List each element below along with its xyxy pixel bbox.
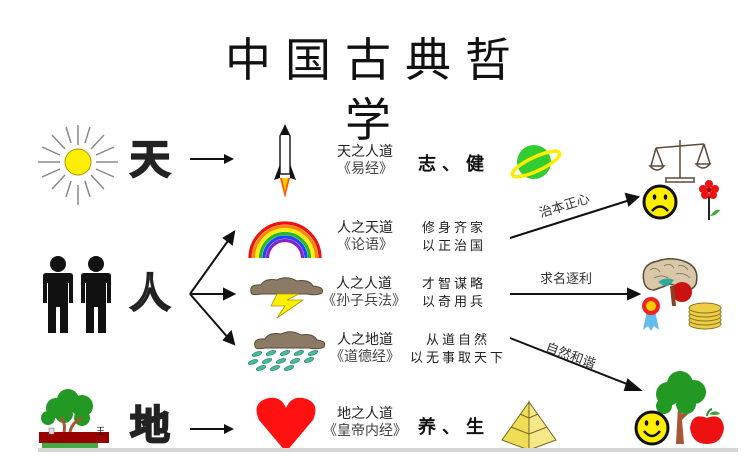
heaven-arrow [190, 150, 235, 169]
rainbow-icon [247, 218, 323, 259]
branch-2-virtue: 才智谋略 以奇用兵 [422, 276, 486, 312]
coin-stack-icon [688, 300, 722, 330]
brain-icon [640, 258, 700, 308]
heaven-book: 《易经》 [337, 161, 393, 177]
tree-icon [652, 370, 708, 446]
sun-icon [38, 125, 118, 205]
award-ribbon-icon [640, 296, 662, 332]
apple-icon [688, 408, 726, 446]
branch-1-virtue-line1: 修身齐家 [422, 221, 487, 236]
arrow-label-2: 求名逐利 [540, 272, 593, 287]
earth-way: 地之人道 《皇帝内经》 [318, 406, 412, 440]
earth-virtue: 养、生 [418, 417, 490, 438]
human-character: 人 [129, 271, 171, 317]
branch-3-virtue-line2: 以无事取天下 [409, 351, 506, 366]
branch-2-virtue-line2: 以奇用兵 [422, 295, 487, 310]
branch-3-way-name: 人之地道 [337, 332, 393, 348]
branch-1-virtue: 修身齐家 以正治国 [422, 220, 486, 256]
diagram-title: 中国古典哲学 [225, 33, 525, 147]
rain-cloud-icon [247, 330, 327, 371]
flower-icon [698, 180, 724, 222]
branch-2-way: 人之人道 《孙子兵法》 [318, 276, 410, 310]
earth-book: 《皇帝内经》 [323, 423, 407, 439]
branch-2-virtue-line1: 才智谋略 [422, 277, 487, 292]
branch-3-book: 《道德经》 [330, 349, 400, 365]
heaven-way: 天之人道 《易经》 [325, 144, 405, 178]
bottom-divider [38, 448, 738, 452]
branch-2-book: 《孙子兵法》 [322, 293, 406, 309]
branch-3-virtue-line1: 从道自然 [425, 333, 490, 348]
branch-1-virtue-line2: 以正治国 [422, 239, 487, 254]
branch-1-way-name: 人之天道 [337, 220, 393, 236]
branch-1-book: 《论语》 [337, 237, 393, 253]
storm-cloud-icon [247, 276, 327, 321]
earth-way-name: 地之人道 [337, 406, 393, 422]
branch-1-way: 人之天道 《论语》 [325, 220, 405, 254]
human-figures-icon [40, 255, 115, 335]
heaven-character: 天 [129, 137, 171, 183]
bonsai-tree-icon: 王 [38, 388, 110, 450]
planet-icon [510, 140, 562, 186]
heart-icon [255, 396, 317, 452]
happy-face-icon [634, 410, 670, 446]
earth-character: 地 [129, 403, 171, 449]
sad-face-icon [642, 184, 678, 220]
heaven-virtue: 志、健 [418, 154, 490, 175]
branch-3-way: 人之地道 《道德经》 [322, 332, 408, 366]
rocket-icon [270, 122, 300, 200]
earth-arrow [190, 420, 235, 439]
branch-3-virtue: 从道自然 以无事取天下 [408, 332, 508, 368]
heaven-way-name: 天之人道 [337, 144, 393, 160]
svg-text:王: 王 [96, 426, 105, 437]
pyramid-icon [500, 400, 558, 451]
human-branch-arrows [188, 228, 238, 352]
scales-icon [648, 138, 712, 184]
outcome-arrows [508, 190, 643, 399]
branch-2-way-name: 人之人道 [336, 276, 392, 292]
